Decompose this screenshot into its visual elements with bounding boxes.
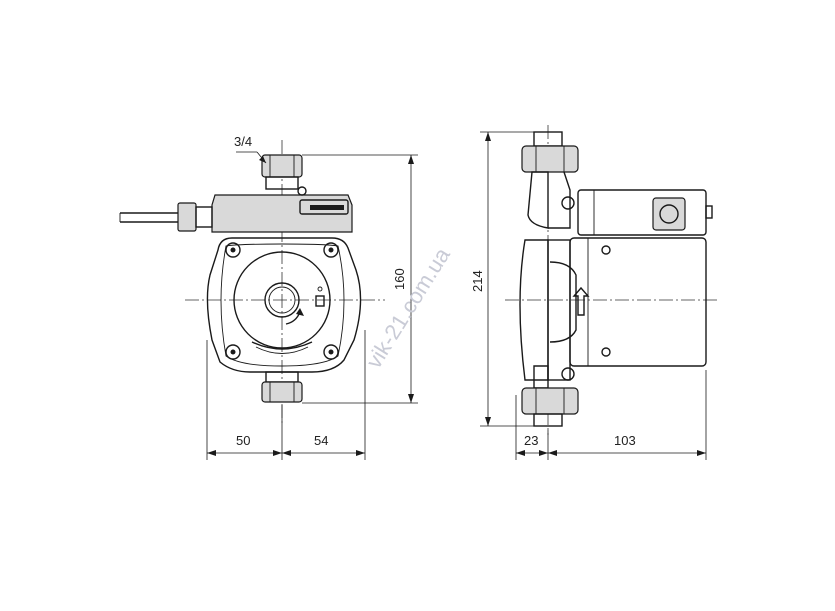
side-depth-left-label: 23 — [524, 433, 538, 448]
side-cable-gland — [652, 197, 686, 231]
motor-face — [233, 251, 331, 349]
side-depth-right-label: 103 — [614, 433, 636, 448]
side-top-nut — [521, 145, 579, 173]
front-view: 3/4 160 50 54 — [119, 134, 418, 460]
top-outlet-nut — [261, 154, 303, 178]
bolt-bottom-left — [225, 344, 241, 360]
bolt-top-left — [225, 242, 241, 258]
side-motor-body — [569, 237, 707, 367]
bottom-inlet-nut — [261, 381, 303, 403]
bolt-bottom-right — [323, 344, 339, 360]
indicator-window — [315, 295, 325, 307]
watermark: vik-21.com.ua — [361, 243, 455, 373]
terminal-box — [211, 194, 353, 233]
side-terminal-box — [577, 189, 707, 236]
flow-arrow — [572, 286, 590, 316]
side-view: 214 23 103 — [470, 125, 720, 460]
thread-label: 3/4 — [234, 134, 252, 149]
side-height-label: 214 — [470, 270, 485, 292]
shaft-cap — [264, 282, 300, 318]
pump-body — [206, 237, 362, 373]
bolt-top-right — [323, 242, 339, 258]
front-width-right-label: 54 — [314, 433, 328, 448]
front-height-label: 160 — [392, 268, 407, 290]
side-pump-housing — [519, 239, 549, 381]
cable-gland — [177, 202, 197, 232]
side-bottom-nut — [521, 387, 579, 415]
front-width-left-label: 50 — [236, 433, 250, 448]
